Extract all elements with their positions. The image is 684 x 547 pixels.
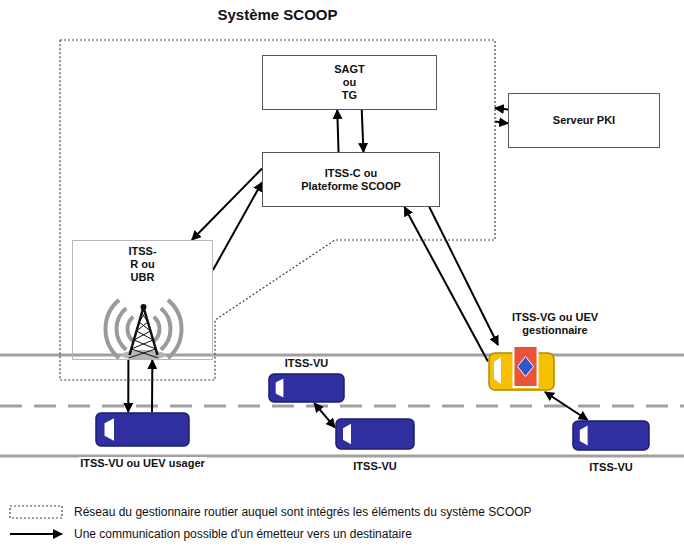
user-vehicle: ITSS-VU	[268, 373, 345, 403]
communication-arrow	[127, 360, 129, 412]
radio-wave	[106, 300, 120, 358]
legend-row: Une communication possible d'un émetteur…	[8, 524, 532, 544]
lane-marking	[0, 405, 684, 408]
car-shape	[335, 418, 415, 450]
windshield	[494, 357, 501, 384]
communication-arrow	[213, 182, 262, 270]
legend-text: Réseau du gestionnaire routier auquel so…	[74, 505, 532, 519]
van-shape	[488, 345, 555, 392]
roadside-unit: ITSS-R ou UBR	[72, 240, 213, 360]
vehicle-label: ITSS-VG ou UEV gestionnaire	[503, 311, 607, 337]
system-box: SAGT ou TG	[262, 55, 437, 110]
legend-text: Une communication possible d'un émetteur…	[74, 527, 412, 541]
platform-box: ITSS-C ou Plateforme SCOOP	[262, 152, 440, 207]
communication-arrow	[192, 169, 262, 241]
windshield	[580, 426, 588, 446]
communication-arrow	[495, 108, 508, 110]
vehicle-label: ITSS-VU ou UEV usager	[78, 457, 207, 470]
box-label: Serveur PKI	[553, 114, 615, 127]
legend-sample	[8, 525, 66, 543]
legend: Réseau du gestionnaire routier auquel so…	[8, 502, 532, 546]
car-shape	[572, 420, 650, 451]
tower-brace	[139, 313, 148, 322]
user-vehicle: ITSS-VU	[572, 420, 650, 451]
tower-brace	[131, 340, 156, 349]
tower-mast	[130, 307, 158, 355]
car-shape	[268, 373, 345, 403]
communication-arrow	[337, 110, 338, 152]
communication-arrow	[545, 392, 588, 420]
vehicle-label: ITSS-VU	[283, 357, 330, 370]
radio-wave	[168, 300, 182, 358]
radio-wave	[127, 317, 133, 342]
tower-brace	[137, 322, 151, 331]
vehicle-label: ITSS-VU	[351, 460, 398, 473]
warning-sign	[513, 346, 537, 387]
car-body	[269, 374, 344, 402]
box-label: ITSS-C ou Plateforme SCOOP	[296, 167, 406, 193]
legend-sample	[8, 503, 66, 521]
road-edge	[0, 354, 684, 357]
legend-row: Réseau du gestionnaire routier auquel so…	[8, 502, 532, 522]
car-body	[573, 421, 649, 450]
box-label: ITSS-R ou UBR	[128, 245, 156, 284]
communication-arrow	[362, 110, 364, 152]
antenna-tip	[141, 304, 147, 310]
arrow-sample	[10, 533, 62, 535]
dotted-sample	[10, 506, 62, 518]
car-body	[336, 419, 414, 449]
car-body	[96, 413, 189, 446]
car-shape	[95, 412, 190, 447]
windshield	[343, 424, 351, 444]
radio-wave	[117, 308, 127, 349]
radio-wave	[161, 308, 171, 349]
windshield	[105, 418, 115, 440]
user-vehicle: ITSS-VU	[335, 418, 415, 450]
tower-brace	[129, 349, 159, 358]
region-outline	[60, 40, 495, 380]
server-box: Serveur PKI	[508, 93, 660, 148]
radio-wave	[154, 317, 160, 342]
tower-brace	[134, 331, 153, 340]
communication-arrow	[429, 207, 498, 345]
network-region: SAGT ou TG ITSS-C ou Plateforme SCOOP ITSS…	[60, 40, 495, 380]
communication-arrow	[495, 122, 508, 124]
communication-arrow	[151, 360, 153, 412]
user-vehicle: ITSS-VU ou UEV usager	[95, 412, 190, 447]
system-title: Système SCOOP	[60, 8, 495, 21]
box-label: SAGT ou TG	[334, 63, 365, 102]
vehicle-label: ITSS-VU	[587, 461, 634, 474]
tower-base	[122, 350, 166, 360]
manager-vehicle: ITSS-VG ou UEV gestionnaire	[488, 345, 555, 392]
dotted-border	[60, 40, 495, 380]
communication-arrow	[404, 207, 488, 361]
windshield	[276, 378, 284, 397]
sign-symbol	[518, 357, 534, 377]
communication-arrow	[314, 403, 335, 428]
